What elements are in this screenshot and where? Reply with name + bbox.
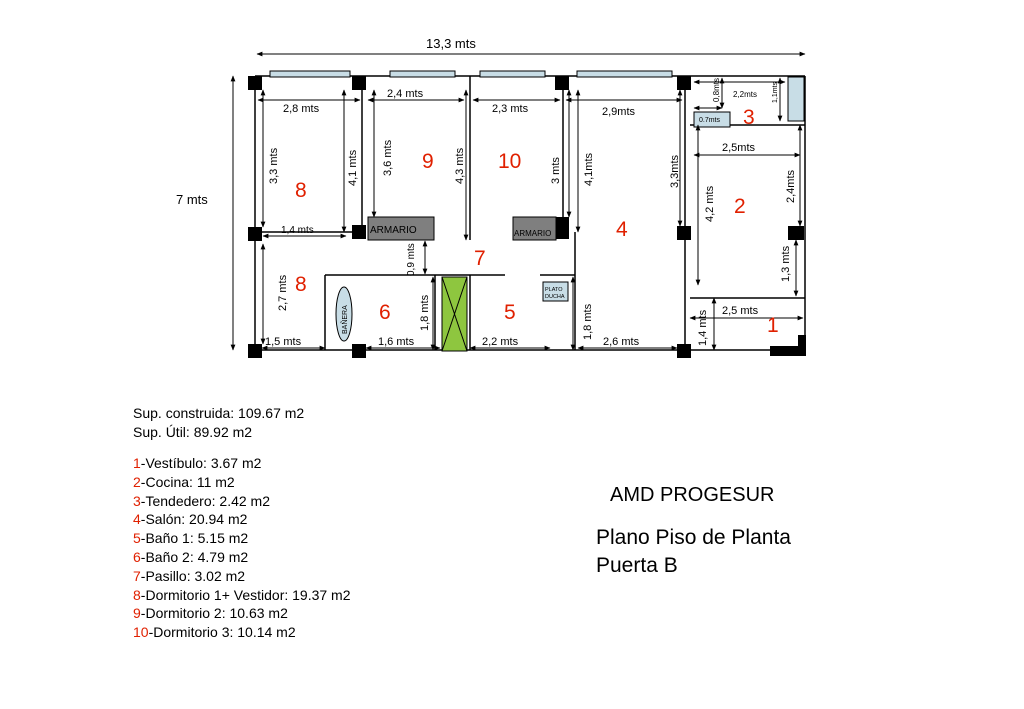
room-number-2: 2 <box>734 195 746 218</box>
dim-bottom-4: 2,6 mts <box>603 336 640 348</box>
dim-r9-h1: 3,6 mts <box>382 139 394 176</box>
room-number-10: 10 <box>498 150 521 173</box>
shower-tray <box>542 281 569 302</box>
dimension-lines <box>230 51 806 351</box>
room-number-3: 3 <box>743 106 755 129</box>
dim-r9-h2: 4,3 mts <box>454 147 466 184</box>
room-number-8b: 8 <box>295 273 307 296</box>
legend-room-text: -Cocina: 11 m2 <box>140 473 235 490</box>
legend-room-item: 10-Dormitorio 3: 10.14 m2 <box>133 623 433 642</box>
sink <box>693 111 731 128</box>
legend-room-text: -Baño 2: 4.79 m2 <box>140 548 249 565</box>
dim-r2-width: 2,5mts <box>722 142 756 154</box>
shower-tray-label-2: DUCHA <box>545 294 565 300</box>
room-number-4: 4 <box>616 218 628 241</box>
dim-r8-closet: 1,4 mts <box>281 225 314 236</box>
dim-total-width: 13,3 mts <box>426 36 476 51</box>
legend-room-item: 8-Dormitorio 1+ Vestidor: 19.37 m2 <box>133 586 433 605</box>
dim-r1-width: 2,5 mts <box>722 305 759 317</box>
legend-room-item: 5-Baño 1: 5.15 m2 <box>133 529 433 548</box>
plan-title: Plano Piso de Planta <box>596 526 791 549</box>
legend-room-text: -Tendedero: 2.42 m2 <box>140 492 270 509</box>
dim-r4-h2: 3,3mts <box>669 154 681 188</box>
windows <box>269 70 805 122</box>
room-number-6: 6 <box>379 301 391 324</box>
legend-room-item: 9-Dormitorio 2: 10.63 m2 <box>133 604 433 623</box>
legend-room-item: 7-Pasillo: 3.02 m2 <box>133 567 433 586</box>
dim-top-room9: 2,4 mts <box>387 88 424 100</box>
legend-room-number: 6 <box>133 548 141 565</box>
closet-right <box>512 216 557 241</box>
dim-r3-right-h: 1,1mts <box>772 81 779 103</box>
legend-room-number: 10 <box>133 624 149 641</box>
room-number-5: 5 <box>504 301 516 324</box>
dim-r8-h1: 3,3 mts <box>268 147 280 184</box>
legend-room-number: 8 <box>133 586 141 603</box>
bathtub <box>335 286 353 342</box>
area-legend: Sup. construida: 109.67 m2 Sup. Útil: 89… <box>133 404 433 642</box>
dim-r3-sink: 0.7mts <box>699 117 721 124</box>
dim-total-height: 7 mts <box>176 192 208 207</box>
legend-room-number: 9 <box>133 605 141 622</box>
room-number-7: 7 <box>474 247 486 270</box>
dim-top-room4: 2,9mts <box>602 106 636 118</box>
dim-r1-height: 1,4 mts <box>697 309 709 346</box>
legend-room-number: 7 <box>133 567 141 584</box>
dim-bottom-3: 2,2 mts <box>482 336 519 348</box>
dim-corridor-h: 0,9 mts <box>406 243 417 276</box>
legend-room-item: 3-Tendedero: 2.42 m2 <box>133 492 433 511</box>
closet-left <box>367 216 435 241</box>
usable-area: Sup. Útil: 89.92 m2 <box>133 424 253 440</box>
legend-room-text: -Baño 1: 5.15 m2 <box>140 530 249 547</box>
dim-r2-left-h: 4,2 mts <box>704 185 716 222</box>
dim-bottom-2: 1,6 mts <box>378 336 415 348</box>
pillars <box>248 76 806 358</box>
legend-room-number: 5 <box>133 530 141 547</box>
legend-room-item: 4-Salón: 20.94 m2 <box>133 510 433 529</box>
dim-r5-h: 1,8 mts <box>582 303 594 340</box>
shower-tray-label-1: PLATO <box>545 287 563 293</box>
sliding-door <box>441 276 468 352</box>
legend-room-item: 1-Vestíbulo: 3.67 m2 <box>133 454 433 473</box>
room-number-8a: 8 <box>295 179 307 202</box>
legend-room-text: -Salón: 20.94 m2 <box>140 511 248 528</box>
dim-r2-right-h: 2,4mts <box>785 169 797 203</box>
company-name: AMD PROGESUR <box>610 484 775 506</box>
built-area: Sup. construida: 109.67 m2 <box>133 405 305 421</box>
dim-top-room10: 2,3 mts <box>492 103 529 115</box>
room-number-1: 1 <box>767 314 779 337</box>
legend-room-item: 2-Cocina: 11 m2 <box>133 473 433 492</box>
legend-room-text: -Pasillo: 3.02 m2 <box>140 567 246 584</box>
dim-r8-lower-h: 2,7 mts <box>277 274 289 311</box>
bathtub-label: BAÑERA <box>340 305 349 334</box>
dim-bottom-1: 1,5 mts <box>265 336 302 348</box>
legend-room-number: 3 <box>133 492 141 509</box>
dim-r10-h: 3 mts <box>550 157 562 184</box>
dim-r8-h2: 4,1 mts <box>347 149 359 186</box>
legend-room-text: -Dormitorio 3: 10.14 m2 <box>148 624 296 641</box>
closet-left-label: ARMARIO <box>370 225 417 236</box>
dim-top-room8: 2,8 mts <box>283 103 320 115</box>
dim-r4-h1: 4,1mts <box>583 152 595 186</box>
legend-room-item: 6-Baño 2: 4.79 m2 <box>133 548 433 567</box>
dim-r6-h: 1,8 mts <box>419 294 431 331</box>
legend-room-number: 2 <box>133 473 141 490</box>
legend-room-number: 1 <box>133 455 141 471</box>
legend-room-text: -Dormitorio 2: 10.63 m2 <box>140 605 288 622</box>
legend-room-text: -Vestíbulo: 3.67 m2 <box>140 455 262 471</box>
legend-room-number: 4 <box>133 511 141 528</box>
room-number-9: 9 <box>422 150 434 173</box>
dim-r3-small-w: 2,2mts <box>733 90 757 99</box>
dim-r3-small-h: 0,8mts <box>712 78 721 102</box>
legend-room-text: -Dormitorio 1+ Vestidor: 19.37 m2 <box>140 586 351 603</box>
dim-r2-lower-h: 1,3 mts <box>780 245 792 282</box>
plan-subtitle: Puerta B <box>596 554 678 577</box>
closet-right-label: ARMARIO <box>514 229 551 238</box>
